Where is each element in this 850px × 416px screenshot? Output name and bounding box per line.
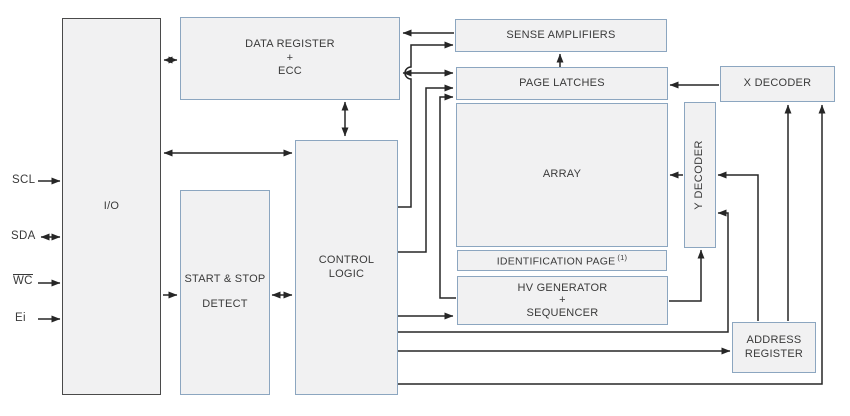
block-io: I/O [62,18,161,395]
block-start-stop-detect: START & STOP DETECT [180,190,270,395]
wire-control-logic-to-page-latches [398,84,454,253]
pin-label-ei: Ei [15,312,26,324]
wire-control-logic-to-sense-amps [398,41,454,208]
block-identification-page: IDENTIFICATION PAGE(1) [457,250,667,271]
pin-label-wc: WC [13,274,33,287]
wire-hv-generator-to-page-latches [439,93,456,299]
block-sense-amplifiers: SENSE AMPLIFIERS [455,19,667,52]
block-hv-generator-sequencer: HV GENERATOR + SEQUENCER [457,276,668,325]
block-data-register: DATA REGISTER + ECC [180,17,400,100]
pin-label-scl: SCL [12,174,36,186]
identification-page-note: (1) [617,252,628,262]
block-address-register: ADDRESS REGISTER [732,322,816,373]
block-array: ARRAY [456,103,668,247]
block-y-decoder: Y DECODER [684,102,716,248]
block-control-logic: CONTROL LOGIC [295,140,398,395]
block-page-latches: PAGE LATCHES [456,67,668,100]
wire-address-register-to-y-decoder [717,171,759,321]
pin-label-sda: SDA [11,230,36,242]
block-x-decoder: X DECODER [720,66,835,102]
wire-hv-generator-to-y-decoder [669,249,705,302]
